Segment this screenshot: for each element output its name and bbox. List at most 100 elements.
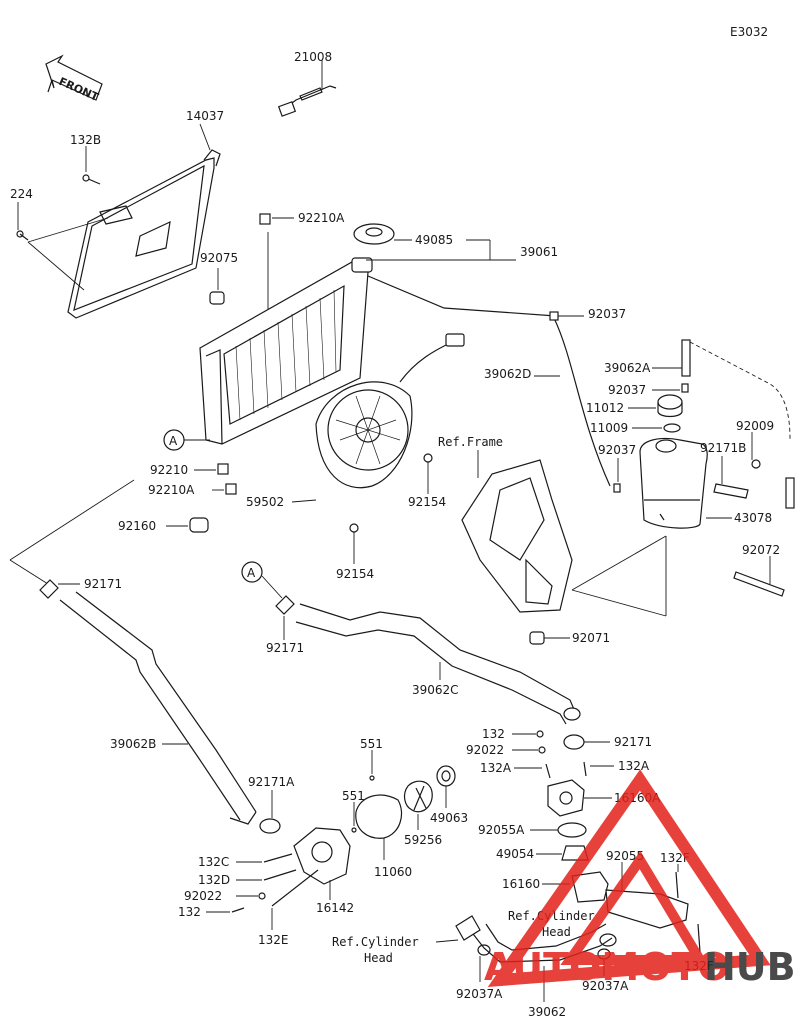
part-39062: 39062 bbox=[528, 1005, 566, 1019]
oring-11009 bbox=[632, 423, 681, 433]
bolt-132d bbox=[236, 869, 297, 881]
radiator-cover bbox=[67, 123, 221, 319]
pin-551-top bbox=[369, 750, 375, 781]
part-132d: 132D bbox=[198, 873, 230, 887]
part-49085: 49085 bbox=[415, 233, 453, 247]
diagram-code: E3032 bbox=[730, 25, 768, 39]
part-92171-mid: 92171 bbox=[266, 641, 304, 655]
part-14037: 14037 bbox=[186, 109, 224, 123]
part-39062b: 39062B bbox=[110, 737, 156, 751]
part-92171a: 92171A bbox=[248, 775, 295, 789]
oring-92055a bbox=[530, 822, 587, 838]
part-39062d: 39062D bbox=[484, 367, 531, 381]
pin-551-mid bbox=[351, 802, 357, 833]
washer-92022-right bbox=[512, 746, 546, 754]
impeller-59256 bbox=[403, 780, 433, 830]
part-92154-a: 92154 bbox=[408, 495, 446, 509]
part-59256: 59256 bbox=[404, 833, 442, 847]
clamp-92037a-left bbox=[477, 944, 491, 982]
bolt-92154-b bbox=[349, 523, 359, 564]
ref-frame: Ref.Frame bbox=[438, 435, 503, 449]
bolt-132-left bbox=[206, 907, 245, 913]
part-132c: 132C bbox=[198, 855, 229, 869]
part-132a-left: 132A bbox=[480, 761, 512, 775]
part-92075: 92075 bbox=[200, 251, 238, 265]
clamp-92171-mid bbox=[275, 595, 295, 640]
part-92210a-low: 92210A bbox=[148, 483, 195, 497]
automotohub-watermark: AUTOMOTO HUB bbox=[484, 769, 796, 989]
part-92022-left: 92022 bbox=[184, 889, 222, 903]
part-132e: 132E bbox=[258, 933, 289, 947]
grommet-92160 bbox=[166, 517, 209, 533]
pump-cover-11060 bbox=[355, 794, 403, 860]
part-92171b: 92171B bbox=[700, 441, 746, 455]
part-132f-top: 132F bbox=[660, 851, 690, 865]
hose-39062d bbox=[367, 275, 611, 487]
bolt-132b bbox=[82, 146, 101, 185]
part-21008: 21008 bbox=[294, 50, 332, 64]
fan-switch-sensor bbox=[277, 60, 337, 117]
callout-a-lower: A bbox=[241, 561, 283, 599]
bolt-132a-right bbox=[583, 761, 614, 777]
clamp-92171a bbox=[259, 790, 281, 834]
ref-cylinder-head-left-line2: Head bbox=[364, 951, 393, 965]
clip-92210 bbox=[194, 463, 229, 475]
bolt-132e bbox=[271, 869, 319, 930]
watermark-brand-left: AUTOMOTO bbox=[484, 945, 730, 989]
reservoir-tank bbox=[639, 437, 732, 529]
tube-39062a bbox=[652, 339, 795, 509]
part-39061: 39061 bbox=[520, 245, 558, 259]
pump-housing-16142 bbox=[293, 827, 351, 900]
frame-reference bbox=[461, 450, 667, 617]
part-49063: 49063 bbox=[430, 811, 468, 825]
cooling-fan bbox=[291, 333, 465, 503]
part-92055a: 92055A bbox=[478, 823, 525, 837]
part-132-right: 132 bbox=[482, 727, 505, 741]
part-59502: 59502 bbox=[246, 495, 284, 509]
clamp-92171-left bbox=[39, 579, 80, 599]
part-92072: 92072 bbox=[742, 543, 780, 557]
part-132b: 132B bbox=[70, 133, 101, 147]
bolt-132c bbox=[236, 853, 293, 863]
svg-text:A: A bbox=[247, 566, 256, 580]
tie-92072 bbox=[733, 556, 785, 597]
clamp-92037-c bbox=[613, 458, 621, 493]
part-551-mid: 551 bbox=[342, 789, 365, 803]
part-92037a-right: 92037A bbox=[582, 979, 629, 993]
part-92210a-top: 92210A bbox=[298, 211, 345, 225]
part-49054: 49054 bbox=[496, 847, 534, 861]
clamp-92171-right bbox=[563, 734, 610, 750]
part-92037-a: 92037 bbox=[588, 307, 626, 321]
front-arrow-icon: FRONT bbox=[45, 54, 103, 104]
watermark-brand-right: HUB bbox=[704, 945, 796, 989]
part-92009: 92009 bbox=[736, 419, 774, 433]
part-92171-right: 92171 bbox=[614, 735, 652, 749]
bolt-132f-top bbox=[675, 864, 679, 899]
part-92154-b: 92154 bbox=[336, 567, 374, 581]
svg-text:A: A bbox=[169, 434, 178, 448]
bolt-92009 bbox=[751, 432, 761, 469]
grommet-92071 bbox=[529, 631, 570, 645]
ref-cylinder-head-right-line2: Head bbox=[542, 925, 571, 939]
hose-39062b bbox=[59, 591, 257, 825]
seal-49063 bbox=[436, 765, 456, 808]
hose-39062c bbox=[295, 603, 581, 725]
part-16160: 16160 bbox=[502, 877, 540, 891]
callout-a-upper: A bbox=[163, 429, 210, 451]
part-11009: 11009 bbox=[590, 421, 628, 435]
part-16142: 16142 bbox=[316, 901, 354, 915]
part-132-left: 132 bbox=[178, 905, 201, 919]
part-92022-right: 92022 bbox=[466, 743, 504, 757]
part-39062a: 39062A bbox=[604, 361, 651, 375]
part-132a-right: 132A bbox=[618, 759, 650, 773]
cap-11012 bbox=[628, 394, 683, 418]
part-43078: 43078 bbox=[734, 511, 772, 525]
clip-92210a-top bbox=[259, 213, 294, 225]
clamp-92037-b bbox=[652, 383, 689, 393]
part-92071: 92071 bbox=[572, 631, 610, 645]
part-11012: 11012 bbox=[586, 401, 624, 415]
bolt-224 bbox=[16, 202, 109, 291]
bracket-39061 bbox=[366, 239, 516, 261]
bolt-132f-bottom bbox=[697, 923, 701, 953]
